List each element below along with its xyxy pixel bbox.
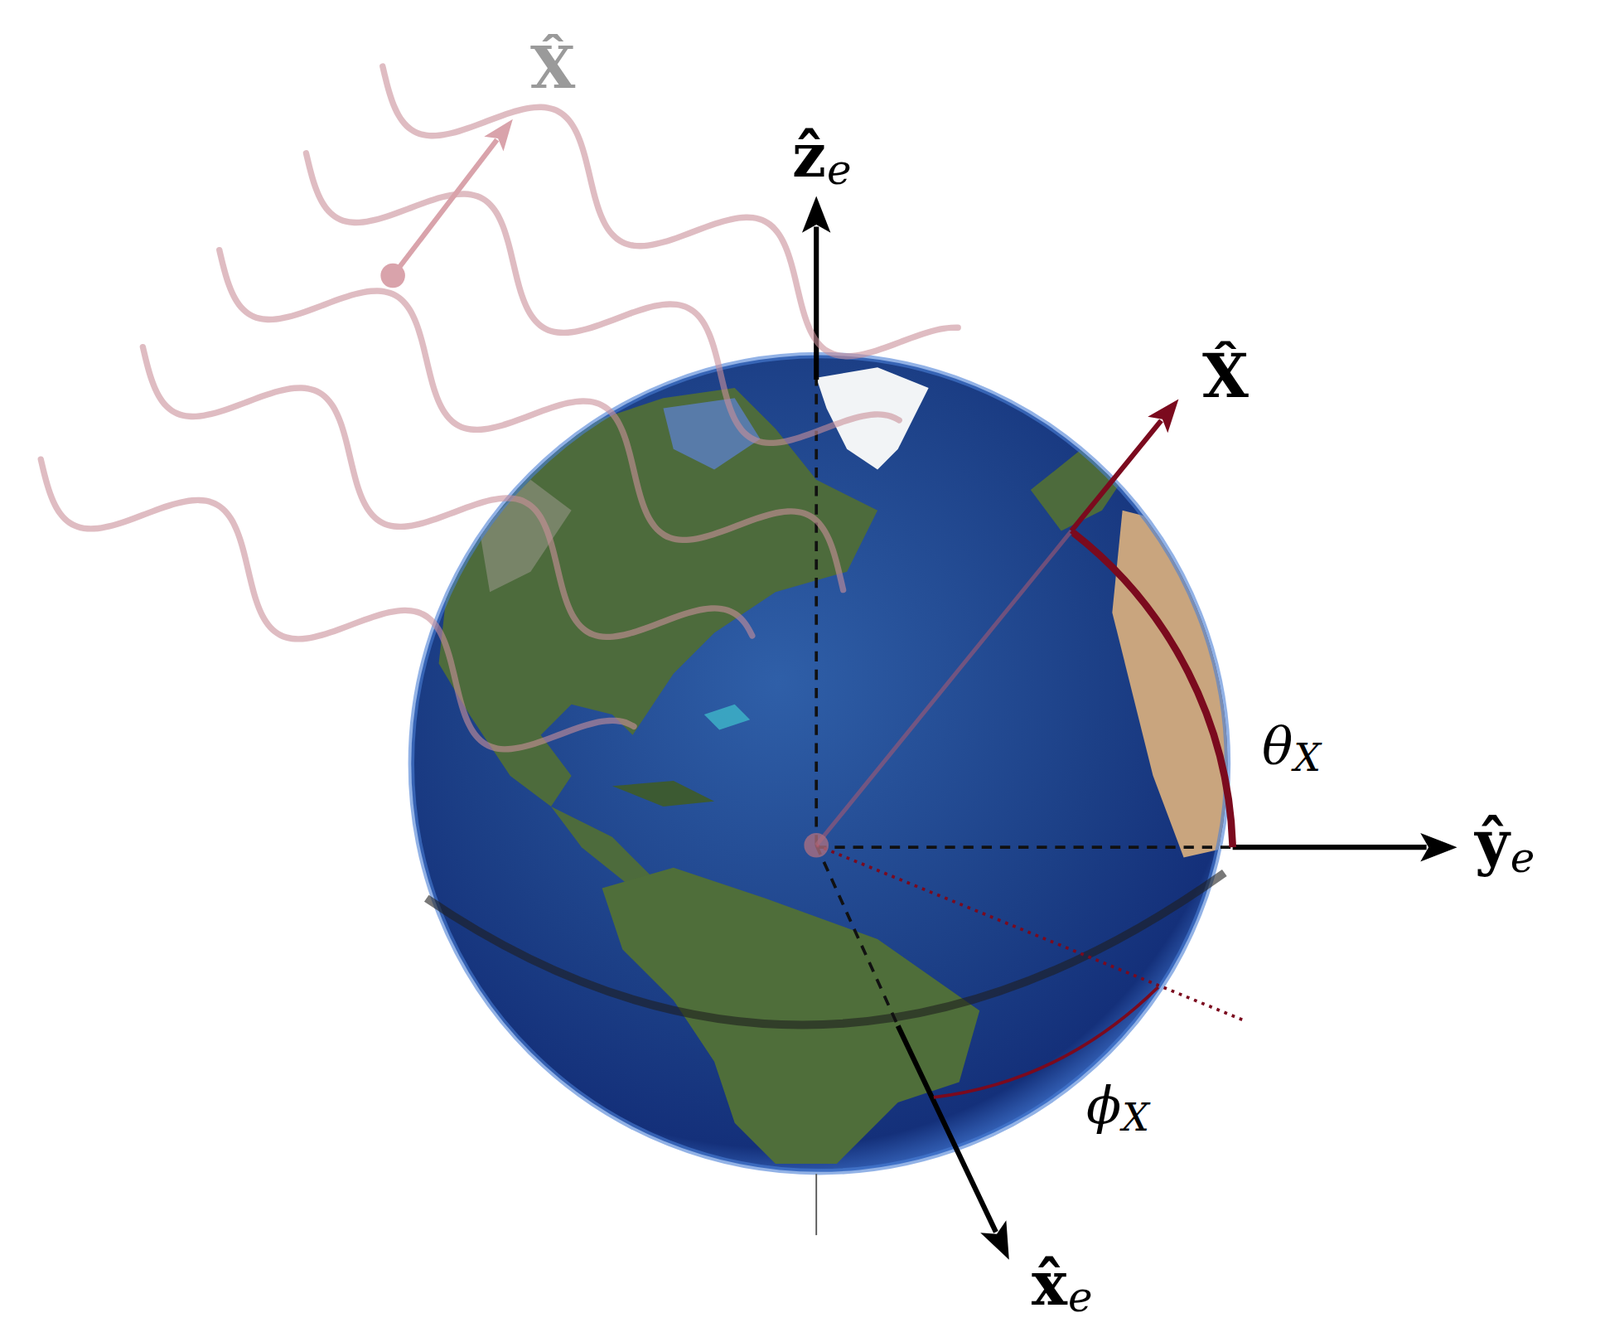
phi-arc bbox=[933, 986, 1159, 1098]
axis-stub bbox=[815, 1173, 817, 1235]
angle-label: ϕ bbox=[1086, 1079, 1122, 1132]
incoming-waves bbox=[40, 66, 958, 750]
theta-arc bbox=[1073, 532, 1233, 847]
axis-subscript: e bbox=[1068, 1276, 1093, 1318]
vector-label: X̂ bbox=[1202, 346, 1249, 407]
y-axis-inner bbox=[816, 845, 1233, 849]
axis-subscript: e bbox=[826, 149, 852, 191]
x-axis bbox=[898, 1025, 996, 1233]
projection-line bbox=[816, 845, 1245, 1021]
equator bbox=[426, 872, 1225, 1025]
axis-label: ẑ bbox=[792, 125, 827, 186]
wave-line bbox=[382, 66, 958, 357]
y-axis bbox=[1232, 844, 1427, 850]
vector-x bbox=[1071, 420, 1161, 531]
angle-subscript: X bbox=[1121, 1097, 1150, 1136]
wave-dot bbox=[380, 263, 406, 289]
axis-subscript: e bbox=[1510, 836, 1536, 879]
axis-label: x̂ bbox=[1031, 1253, 1068, 1314]
continents bbox=[439, 367, 1230, 1164]
origin-dot bbox=[803, 832, 829, 858]
vector-label-faded: X̂ bbox=[530, 38, 576, 97]
wave-line bbox=[219, 250, 844, 590]
globe bbox=[410, 355, 1228, 1172]
vector-inner bbox=[816, 530, 1072, 845]
angle-label: θ bbox=[1261, 720, 1293, 772]
z-axis bbox=[813, 226, 819, 380]
angle-subscript: X bbox=[1293, 738, 1321, 777]
wave-vector bbox=[392, 140, 498, 276]
axis-label: ŷ bbox=[1474, 812, 1510, 873]
wave-line bbox=[40, 459, 634, 750]
wave-line bbox=[142, 347, 752, 638]
z-axis-inner bbox=[814, 379, 818, 846]
